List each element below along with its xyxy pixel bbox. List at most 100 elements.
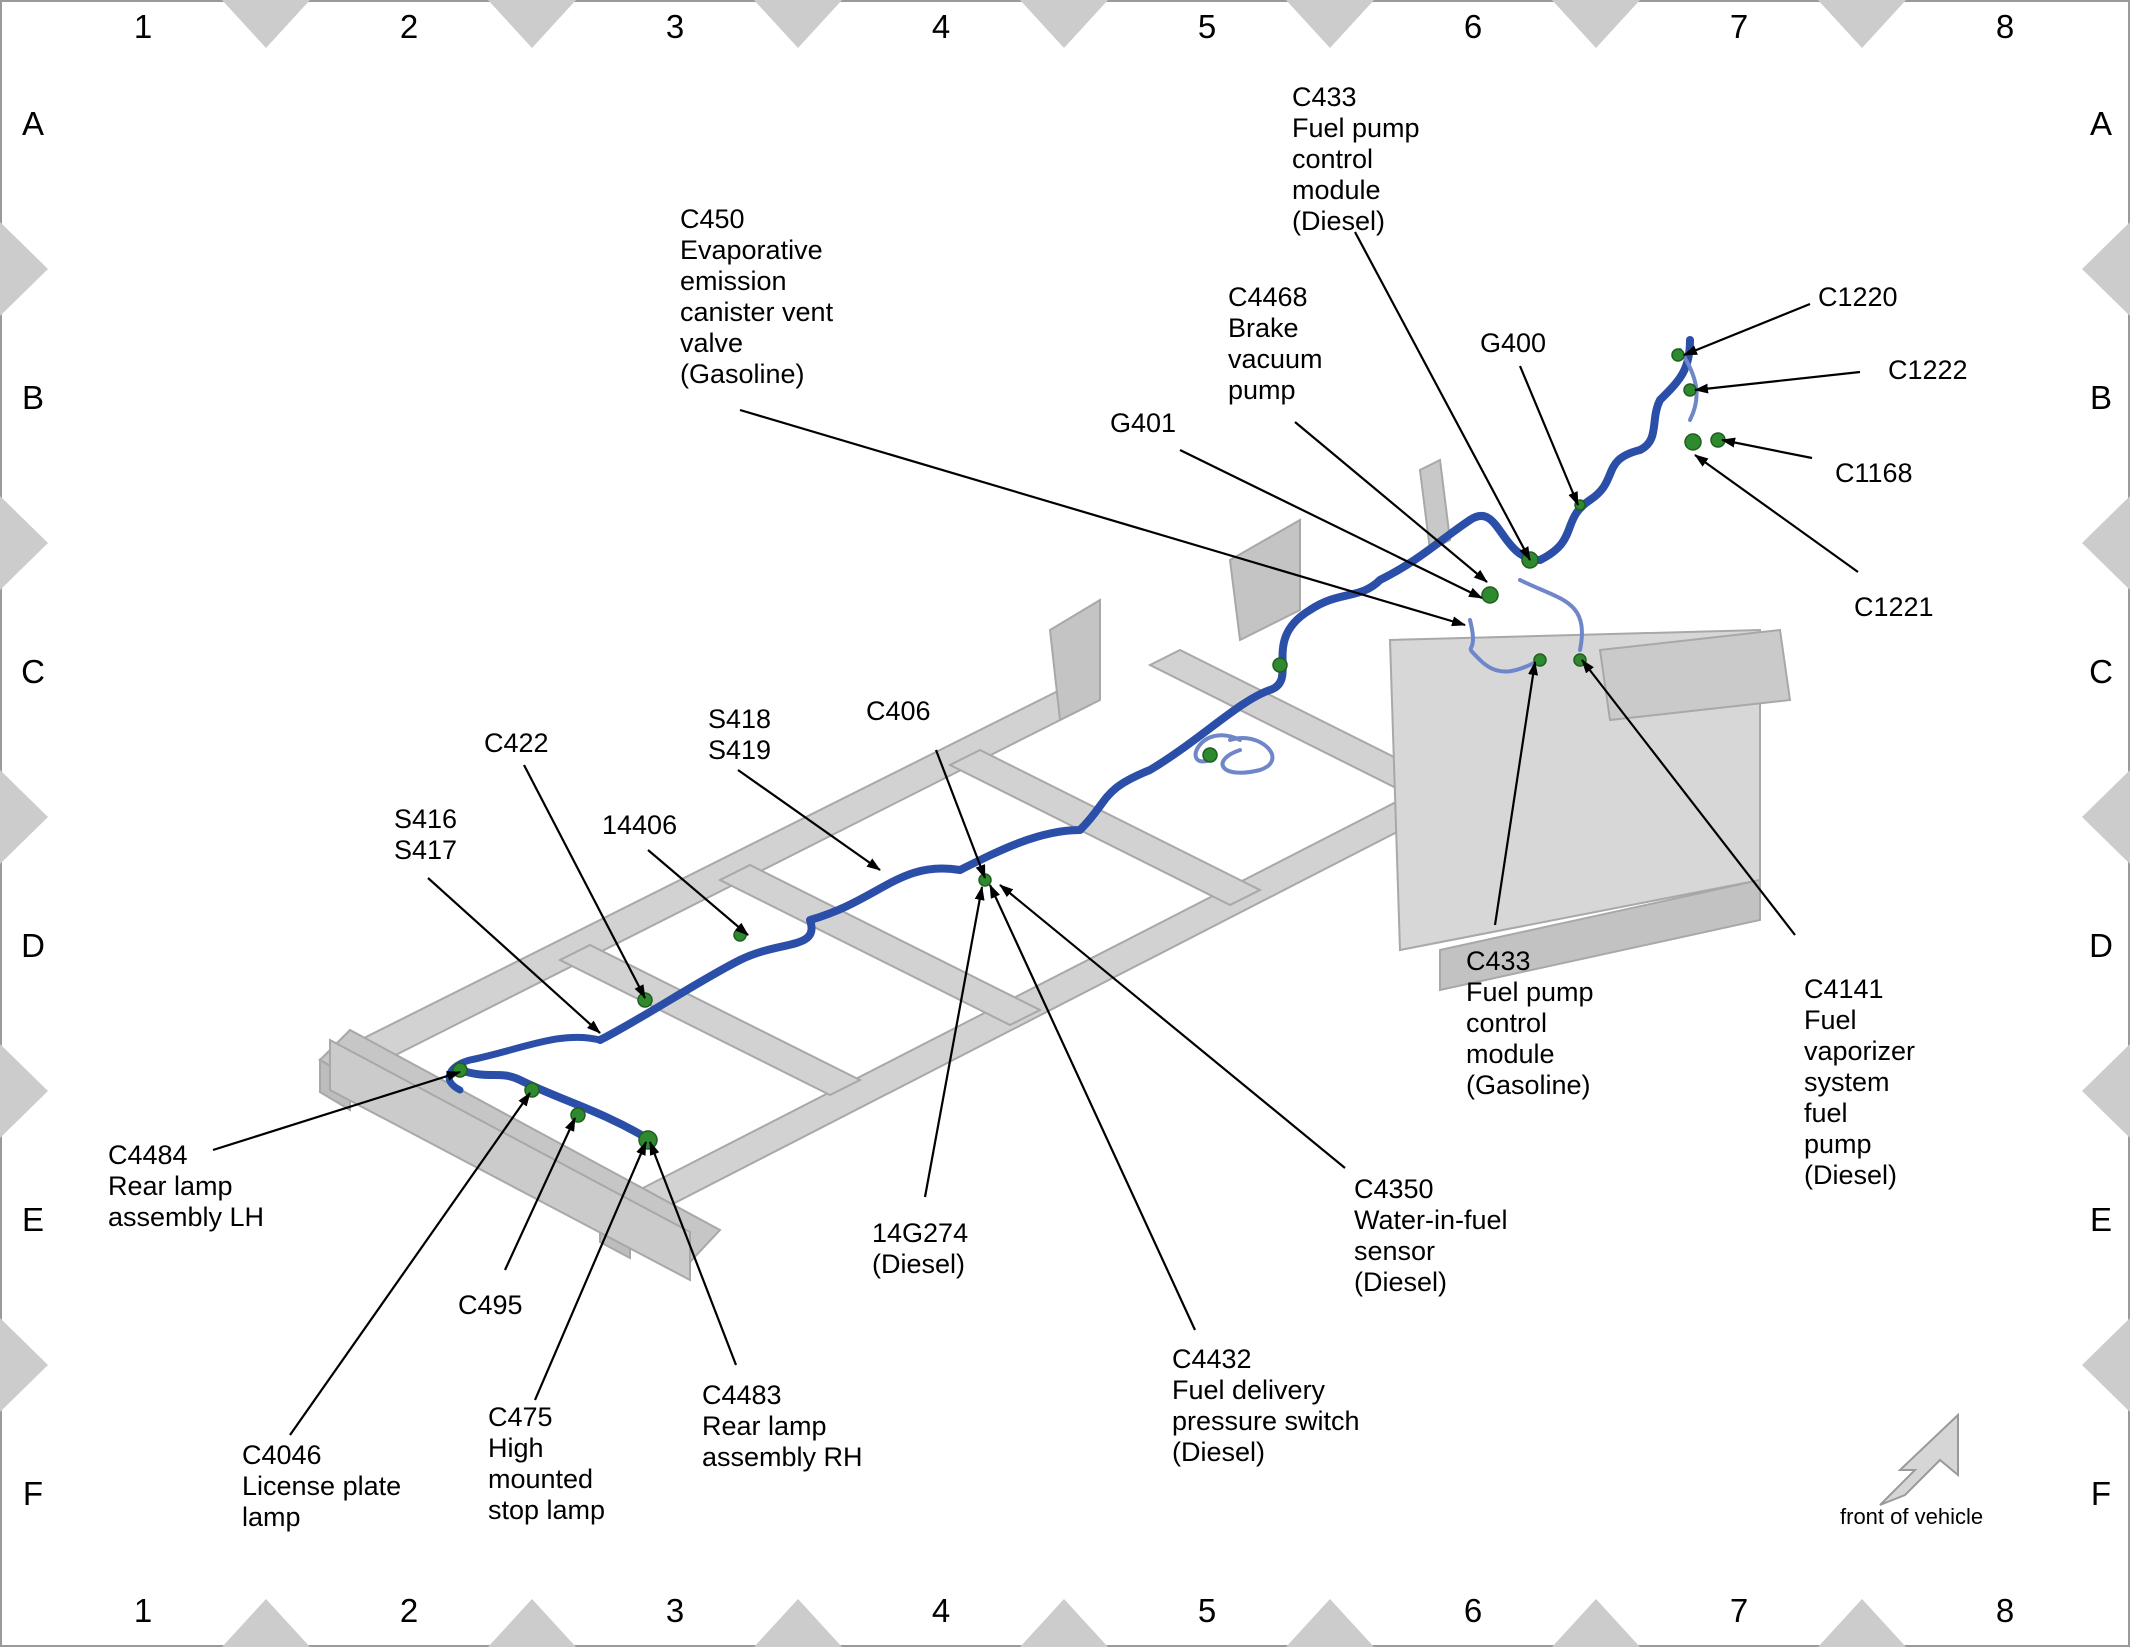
callout-c1222: C1222 <box>1888 355 1968 386</box>
callout-line: (Diesel) <box>1354 1267 1448 1297</box>
callout-c422: C422 <box>484 728 549 759</box>
callout-c4046: C4046 License plate lamp <box>242 1440 401 1533</box>
callout-line: C1221 <box>1854 592 1934 622</box>
grid-row-f-left: F <box>22 1475 44 1512</box>
grid-col-2-top: 2 <box>399 8 419 45</box>
callout-c1220: C1220 <box>1818 282 1898 313</box>
callout-line: mounted <box>488 1464 594 1494</box>
callout-s418-s419: S418 S419 <box>708 704 771 766</box>
callout-line: lamp <box>242 1502 301 1532</box>
callout-line: module <box>1292 175 1381 205</box>
callout-line: valve <box>680 328 744 358</box>
callout-line: C4432 <box>1172 1344 1252 1374</box>
callout-line: C1220 <box>1818 282 1898 312</box>
grid-col-3-bottom: 3 <box>665 1592 685 1629</box>
callout-line: (Gasoline) <box>680 359 805 389</box>
grid-col-1-bottom: 1 <box>133 1592 153 1629</box>
grid-col-2-bottom: 2 <box>399 1592 419 1629</box>
callout-c4141: C4141 Fuel vaporizer system fuel pump (D… <box>1804 974 1915 1191</box>
grid-col-6-bottom: 6 <box>1463 1592 1483 1629</box>
grid-row-c-right: C <box>2089 653 2113 690</box>
callout-line: (Gasoline) <box>1466 1070 1591 1100</box>
callout-line: 14406 <box>602 810 678 840</box>
callout-line: 14G274 <box>872 1218 969 1248</box>
callout-line: assembly LH <box>108 1202 265 1232</box>
callout-line: C4350 <box>1354 1174 1434 1204</box>
callout-line: License plate <box>242 1471 402 1501</box>
callout-line: S419 <box>708 735 772 765</box>
grid-row-b-right: B <box>2089 379 2112 416</box>
callout-c4468: C4468 Brake vacuum pump <box>1228 282 1323 406</box>
callout-line: Fuel pump <box>1292 113 1420 143</box>
callout-c1168: C1168 <box>1835 458 1913 489</box>
grid-col-4-bottom: 4 <box>931 1592 951 1629</box>
callout-line: Rear lamp <box>702 1411 827 1441</box>
grid-col-4-top: 4 <box>931 8 951 45</box>
callout-line: C433 <box>1292 82 1357 112</box>
callout-c433-diesel: C433 Fuel pump control module (Diesel) <box>1292 82 1420 237</box>
callout-c4483: C4483 Rear lamp assembly RH <box>702 1380 863 1473</box>
callout-line: vacuum <box>1228 344 1323 374</box>
grid-row-f-right: F <box>2090 1475 2112 1512</box>
callout-c4432: C4432 Fuel delivery pressure switch (Die… <box>1172 1344 1360 1468</box>
callout-line: C422 <box>484 728 549 758</box>
callout-c495: C495 <box>458 1290 523 1321</box>
front-arrow-icon <box>1879 1412 1959 1506</box>
callout-line: assembly RH <box>702 1442 863 1472</box>
callout-line: G400 <box>1480 328 1547 358</box>
grid-col-5-top: 5 <box>1197 8 1217 45</box>
callout-line: C4483 <box>702 1380 782 1410</box>
grid-row-c-left: C <box>21 653 45 690</box>
vehicle-frame <box>317 458 1792 1282</box>
callout-line: Fuel <box>1804 1005 1857 1035</box>
callout-line: C4468 <box>1228 282 1308 312</box>
callout-line: control <box>1466 1008 1548 1038</box>
callout-line: C1168 <box>1835 458 1913 488</box>
callout-line: (Diesel) <box>1292 206 1386 236</box>
callout-line: sensor <box>1354 1236 1436 1266</box>
callout-line: Water-in-fuel <box>1354 1205 1508 1235</box>
grid-row-e-left: E <box>21 1201 44 1238</box>
callout-line: pump <box>1228 375 1296 405</box>
callout-14406: 14406 <box>602 810 677 841</box>
callout-line: C475 <box>488 1402 553 1432</box>
callout-line: stop lamp <box>488 1495 606 1525</box>
callout-line: Rear lamp <box>108 1171 233 1201</box>
callout-line: High <box>488 1433 544 1463</box>
callout-c4484: C4484 Rear lamp assembly LH <box>108 1140 264 1233</box>
leader-lines <box>212 231 1861 1436</box>
grid-col-7-bottom: 7 <box>1729 1592 1749 1629</box>
grid-row-d-right: D <box>2089 927 2113 964</box>
callout-s416-s417: S416 S417 <box>394 804 457 866</box>
callout-line: Evaporative <box>680 235 823 265</box>
callout-line: C433 <box>1466 946 1531 976</box>
callout-line: C450 <box>680 204 745 234</box>
callout-line: Fuel pump <box>1466 977 1594 1007</box>
grid-row-e-right: E <box>2089 1201 2112 1238</box>
callout-line: Fuel delivery <box>1172 1375 1326 1405</box>
callout-c406: C406 <box>866 696 931 727</box>
callout-14g274: 14G274 (Diesel) <box>872 1218 968 1280</box>
callout-line: C4484 <box>108 1140 188 1170</box>
callout-c4350: C4350 Water-in-fuel sensor (Diesel) <box>1354 1174 1508 1298</box>
callout-c1221: C1221 <box>1854 592 1934 623</box>
grid-col-5-bottom: 5 <box>1197 1592 1217 1629</box>
callout-c433-gasoline: C433 Fuel pump control module (Gasoline) <box>1466 946 1594 1101</box>
grid-col-8-top: 8 <box>1995 8 2015 45</box>
callout-line: (Diesel) <box>1172 1437 1266 1467</box>
callout-line: C4141 <box>1804 974 1884 1004</box>
grid-col-7-top: 7 <box>1729 8 1749 45</box>
grid-row-a-left: A <box>21 105 44 142</box>
callout-line: pump <box>1804 1129 1872 1159</box>
grid-row-b-left: B <box>21 379 44 416</box>
grid-col-3-top: 3 <box>665 8 685 45</box>
callout-line: (Diesel) <box>872 1249 966 1279</box>
callout-g401: G401 <box>1110 408 1176 439</box>
callout-line: emission <box>680 266 787 296</box>
callout-line: Brake <box>1228 313 1299 343</box>
grid-col-6-top: 6 <box>1463 8 1483 45</box>
callout-line: module <box>1466 1039 1555 1069</box>
callout-c475: C475 High mounted stop lamp <box>488 1402 605 1526</box>
